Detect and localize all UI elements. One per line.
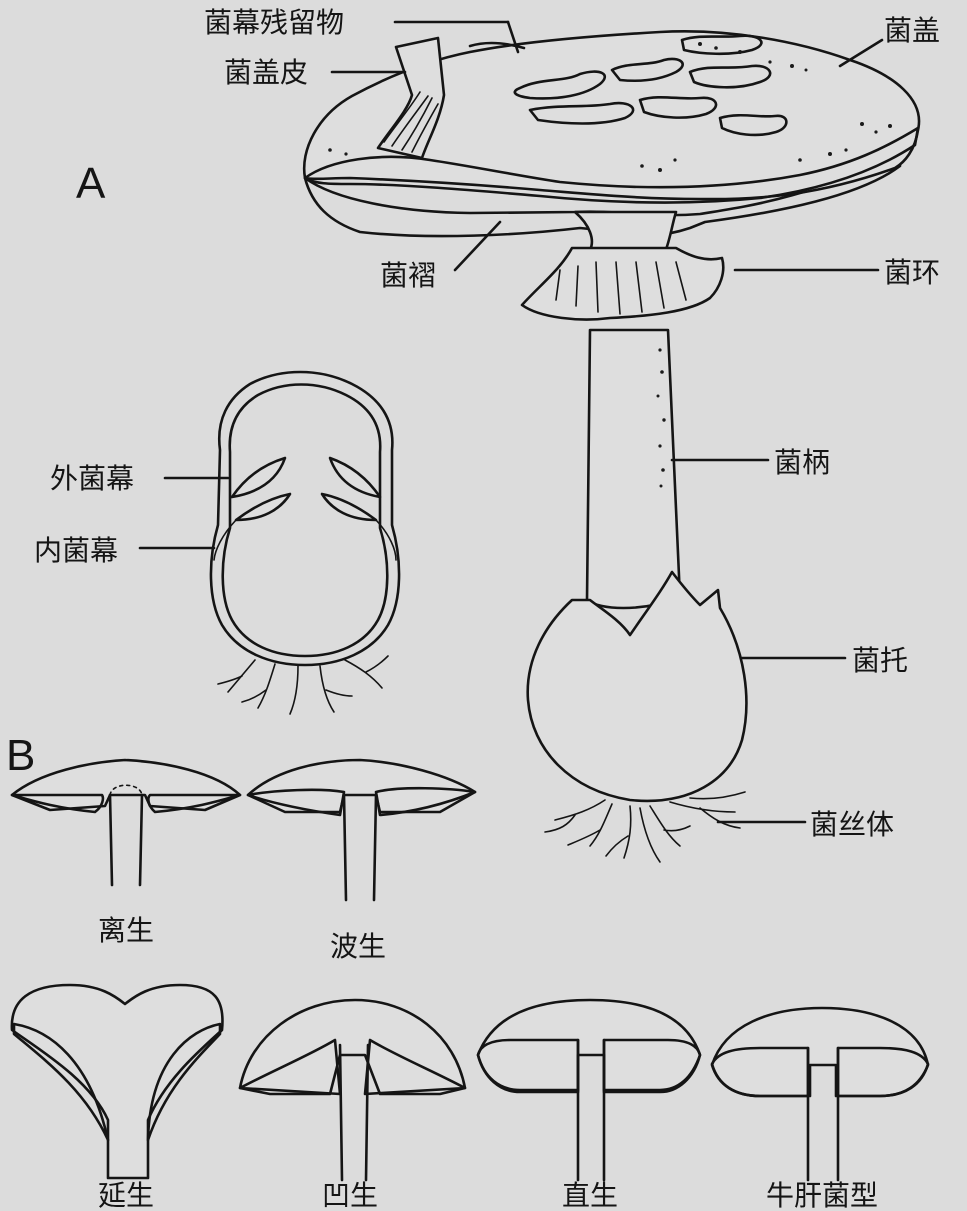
gill-type-label: 牛肝菌型 xyxy=(766,1179,878,1211)
panel-a-label: A xyxy=(76,159,106,208)
gill-type-adnate: 直生 xyxy=(478,1000,700,1211)
mycelium-roots xyxy=(545,792,745,862)
label-veil-remnants: 菌幕残留物 xyxy=(204,6,344,39)
label-cap: 菌盖 xyxy=(884,14,940,47)
cap-shape xyxy=(304,31,919,199)
label-cap-skin: 菌盖皮 xyxy=(224,56,308,89)
label-universal-veil: 外菌幕 xyxy=(50,462,134,495)
gill-type-label: 延生 xyxy=(98,1179,154,1211)
label-mycelium: 菌丝体 xyxy=(810,808,894,841)
gill-type-label: 波生 xyxy=(330,930,386,963)
gill-type-decurrent: 延生 xyxy=(12,985,223,1211)
gill-type-sinuate: 凹生 xyxy=(240,1000,465,1211)
button-stage-cross-section xyxy=(211,372,399,714)
label-partial-veil: 内菌幕 xyxy=(34,534,118,567)
stipe xyxy=(587,330,680,608)
gill-type-label: 离生 xyxy=(98,914,154,947)
gill-type-label: 直生 xyxy=(562,1179,618,1211)
label-volva: 菌托 xyxy=(852,644,908,677)
panel-b-label: B xyxy=(6,731,35,780)
gill-type-free: 离生 xyxy=(12,760,240,947)
label-gills: 菌褶 xyxy=(380,259,436,292)
gill-type-adnexed: 波生 xyxy=(248,760,475,963)
gill-type-label: 凹生 xyxy=(322,1179,378,1211)
annulus xyxy=(522,248,723,319)
label-stipe: 菌柄 xyxy=(774,446,830,479)
label-annulus: 菌环 xyxy=(884,256,940,289)
gill-type-boletoid: 牛肝菌型 xyxy=(712,1008,928,1211)
